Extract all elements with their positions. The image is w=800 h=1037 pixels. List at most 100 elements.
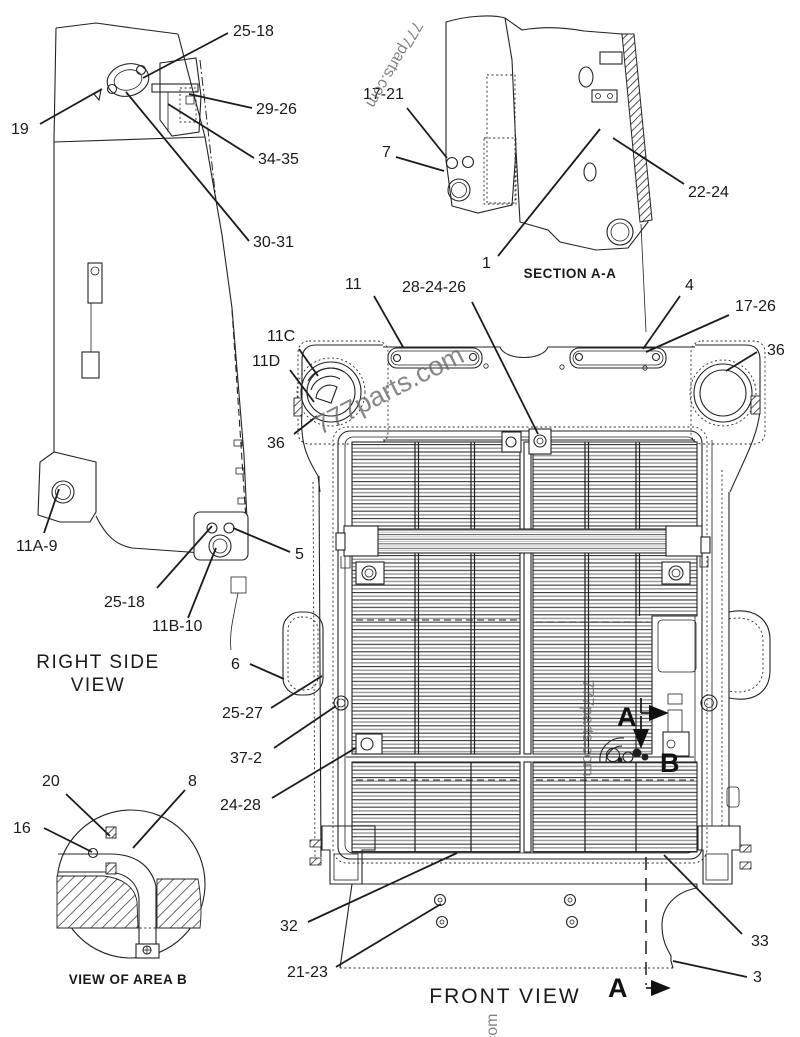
fv-outer-frame bbox=[337, 430, 703, 860]
view-of-area-b: VIEW OF AREA B 20 8 16 bbox=[13, 773, 206, 987]
callout-5: 5 bbox=[232, 527, 304, 563]
callout-label: 33 bbox=[751, 933, 769, 950]
watermark-center: 777parts.com bbox=[309, 339, 468, 440]
callout-label: 6 bbox=[231, 656, 240, 673]
callout-label: 28-24-26 bbox=[402, 279, 466, 296]
section-arrow-a-mid: A bbox=[617, 698, 669, 732]
fv-bottom-panel bbox=[339, 883, 698, 969]
rsv-top-edge bbox=[55, 22, 179, 35]
callout-6: 6 bbox=[231, 656, 285, 680]
avb-bolt bbox=[87, 847, 99, 859]
callout-label: 25-18 bbox=[233, 23, 274, 40]
sav-inner-panel bbox=[486, 74, 516, 204]
callout-19: 19 bbox=[11, 88, 103, 138]
callout-29-26: 29-26 bbox=[188, 93, 297, 118]
callout-8: 8 bbox=[132, 773, 197, 849]
callout-24-28: 24-28 bbox=[220, 733, 383, 814]
callout-37-2: 37-2 bbox=[230, 695, 349, 767]
fv-notch-plate bbox=[657, 619, 697, 757]
rsv-crease bbox=[53, 136, 206, 143]
callout-label: 11D bbox=[252, 353, 280, 370]
grille-left-panel bbox=[351, 441, 521, 755]
callout-label: 16 bbox=[13, 820, 31, 837]
rsv-bottom-edge bbox=[95, 515, 245, 557]
grille-center-gap bbox=[523, 441, 532, 755]
sav-bolt bbox=[461, 155, 475, 169]
callout-34-35: 34-35 bbox=[167, 103, 299, 168]
callout-label: 36 bbox=[267, 435, 285, 452]
callout-label: 21-23 bbox=[287, 964, 328, 981]
callout-17-21: 17-21 bbox=[363, 86, 448, 159]
fv-strap bbox=[335, 525, 711, 569]
section-marker-label: A bbox=[608, 973, 628, 1003]
callout-22-24: 22-24 bbox=[612, 137, 729, 201]
callout-label: 24-28 bbox=[220, 797, 261, 814]
rsv-left-edge bbox=[53, 27, 57, 452]
fv-right-slot bbox=[559, 347, 667, 371]
fv-left-opening bbox=[293, 357, 366, 427]
right-side-view: RIGHT SIDE VIEW 25-18 19 29-26 34-35 30-… bbox=[11, 22, 304, 696]
callout-32: 32 bbox=[280, 852, 458, 935]
callout-label: 19 bbox=[11, 121, 29, 138]
callout-label: 17-26 bbox=[735, 298, 776, 315]
right-side-view-title-line1: RIGHT SIDE bbox=[36, 652, 159, 673]
avb-tube-flange bbox=[135, 943, 160, 959]
callout-25-18-lower: 25-18 bbox=[104, 525, 213, 611]
callout-11C: 11C bbox=[267, 328, 319, 377]
section-arrow-a-bottom: A bbox=[608, 973, 671, 1003]
callout-label: 11B-10 bbox=[152, 618, 203, 635]
watermark-right: 777parts.com bbox=[579, 680, 596, 777]
fv-top-edge bbox=[383, 346, 695, 358]
fv-left-slot bbox=[387, 347, 489, 369]
sav-left-panel bbox=[445, 15, 517, 214]
callout-3: 3 bbox=[672, 960, 762, 986]
detail-marker-label: B bbox=[660, 748, 680, 778]
front-view-title: FRONT VIEW bbox=[429, 985, 580, 1008]
callout-17-26: 17-26 bbox=[645, 298, 776, 353]
callout-label: 17-21 bbox=[363, 86, 404, 103]
fv-outer-dotted-frame bbox=[332, 426, 708, 864]
rsv-foot bbox=[37, 451, 97, 523]
callout-label: 25-18 bbox=[104, 594, 145, 611]
callout-25-27: 25-27 bbox=[222, 675, 323, 722]
callout-28-24-26: 28-24-26 bbox=[402, 279, 539, 435]
callout-label: 11A-9 bbox=[16, 538, 58, 555]
right-side-view-title-line2: VIEW bbox=[71, 675, 126, 696]
avb-tube-outer bbox=[58, 853, 157, 944]
callout-label: 7 bbox=[382, 144, 391, 161]
callout-label: 3 bbox=[753, 969, 762, 986]
fv-left-handle bbox=[282, 611, 324, 696]
callout-label: 22-24 bbox=[688, 184, 729, 201]
callout-21-23: 21-23 bbox=[287, 903, 442, 981]
area-b-title: VIEW OF AREA B bbox=[69, 972, 188, 987]
callout-label: 8 bbox=[188, 773, 197, 790]
callout-label: 34-35 bbox=[258, 151, 299, 168]
rsv-lamp-bracket bbox=[93, 63, 150, 102]
grille-dividers bbox=[414, 442, 641, 852]
fv-right-opening bbox=[689, 359, 761, 427]
callout-36-left: 36 bbox=[267, 415, 318, 452]
callout-11A-9: 11A-9 bbox=[16, 488, 60, 555]
sav-bolt bbox=[445, 156, 459, 170]
callout-label: 30-31 bbox=[253, 234, 294, 251]
section-marker-label: A bbox=[617, 702, 637, 732]
callout-33: 33 bbox=[663, 854, 769, 950]
fv-right-corner bbox=[695, 344, 761, 493]
rsv-edge-strip bbox=[231, 309, 247, 521]
callout-label: 37-2 bbox=[230, 750, 262, 767]
callout-11B-10: 11B-10 bbox=[152, 547, 217, 635]
callout-25-18-upper: 25-18 bbox=[142, 23, 274, 79]
callout-label: 29-26 bbox=[256, 101, 297, 118]
watermark-bottom: 777parts.com bbox=[484, 1014, 501, 1037]
sav-hole bbox=[447, 178, 471, 202]
fv-top-center-bolts bbox=[501, 428, 552, 455]
callout-label: 4 bbox=[685, 277, 694, 294]
rsv-right-edge bbox=[177, 33, 248, 521]
avb-hatch-right bbox=[156, 878, 202, 929]
avb-shim bbox=[105, 862, 117, 875]
sav-right-panel bbox=[504, 17, 649, 251]
front-view: A B A FRONT VIEW 11 28-24-26 4 17-26 bbox=[220, 276, 785, 1008]
fv-right-foot bbox=[697, 825, 752, 885]
